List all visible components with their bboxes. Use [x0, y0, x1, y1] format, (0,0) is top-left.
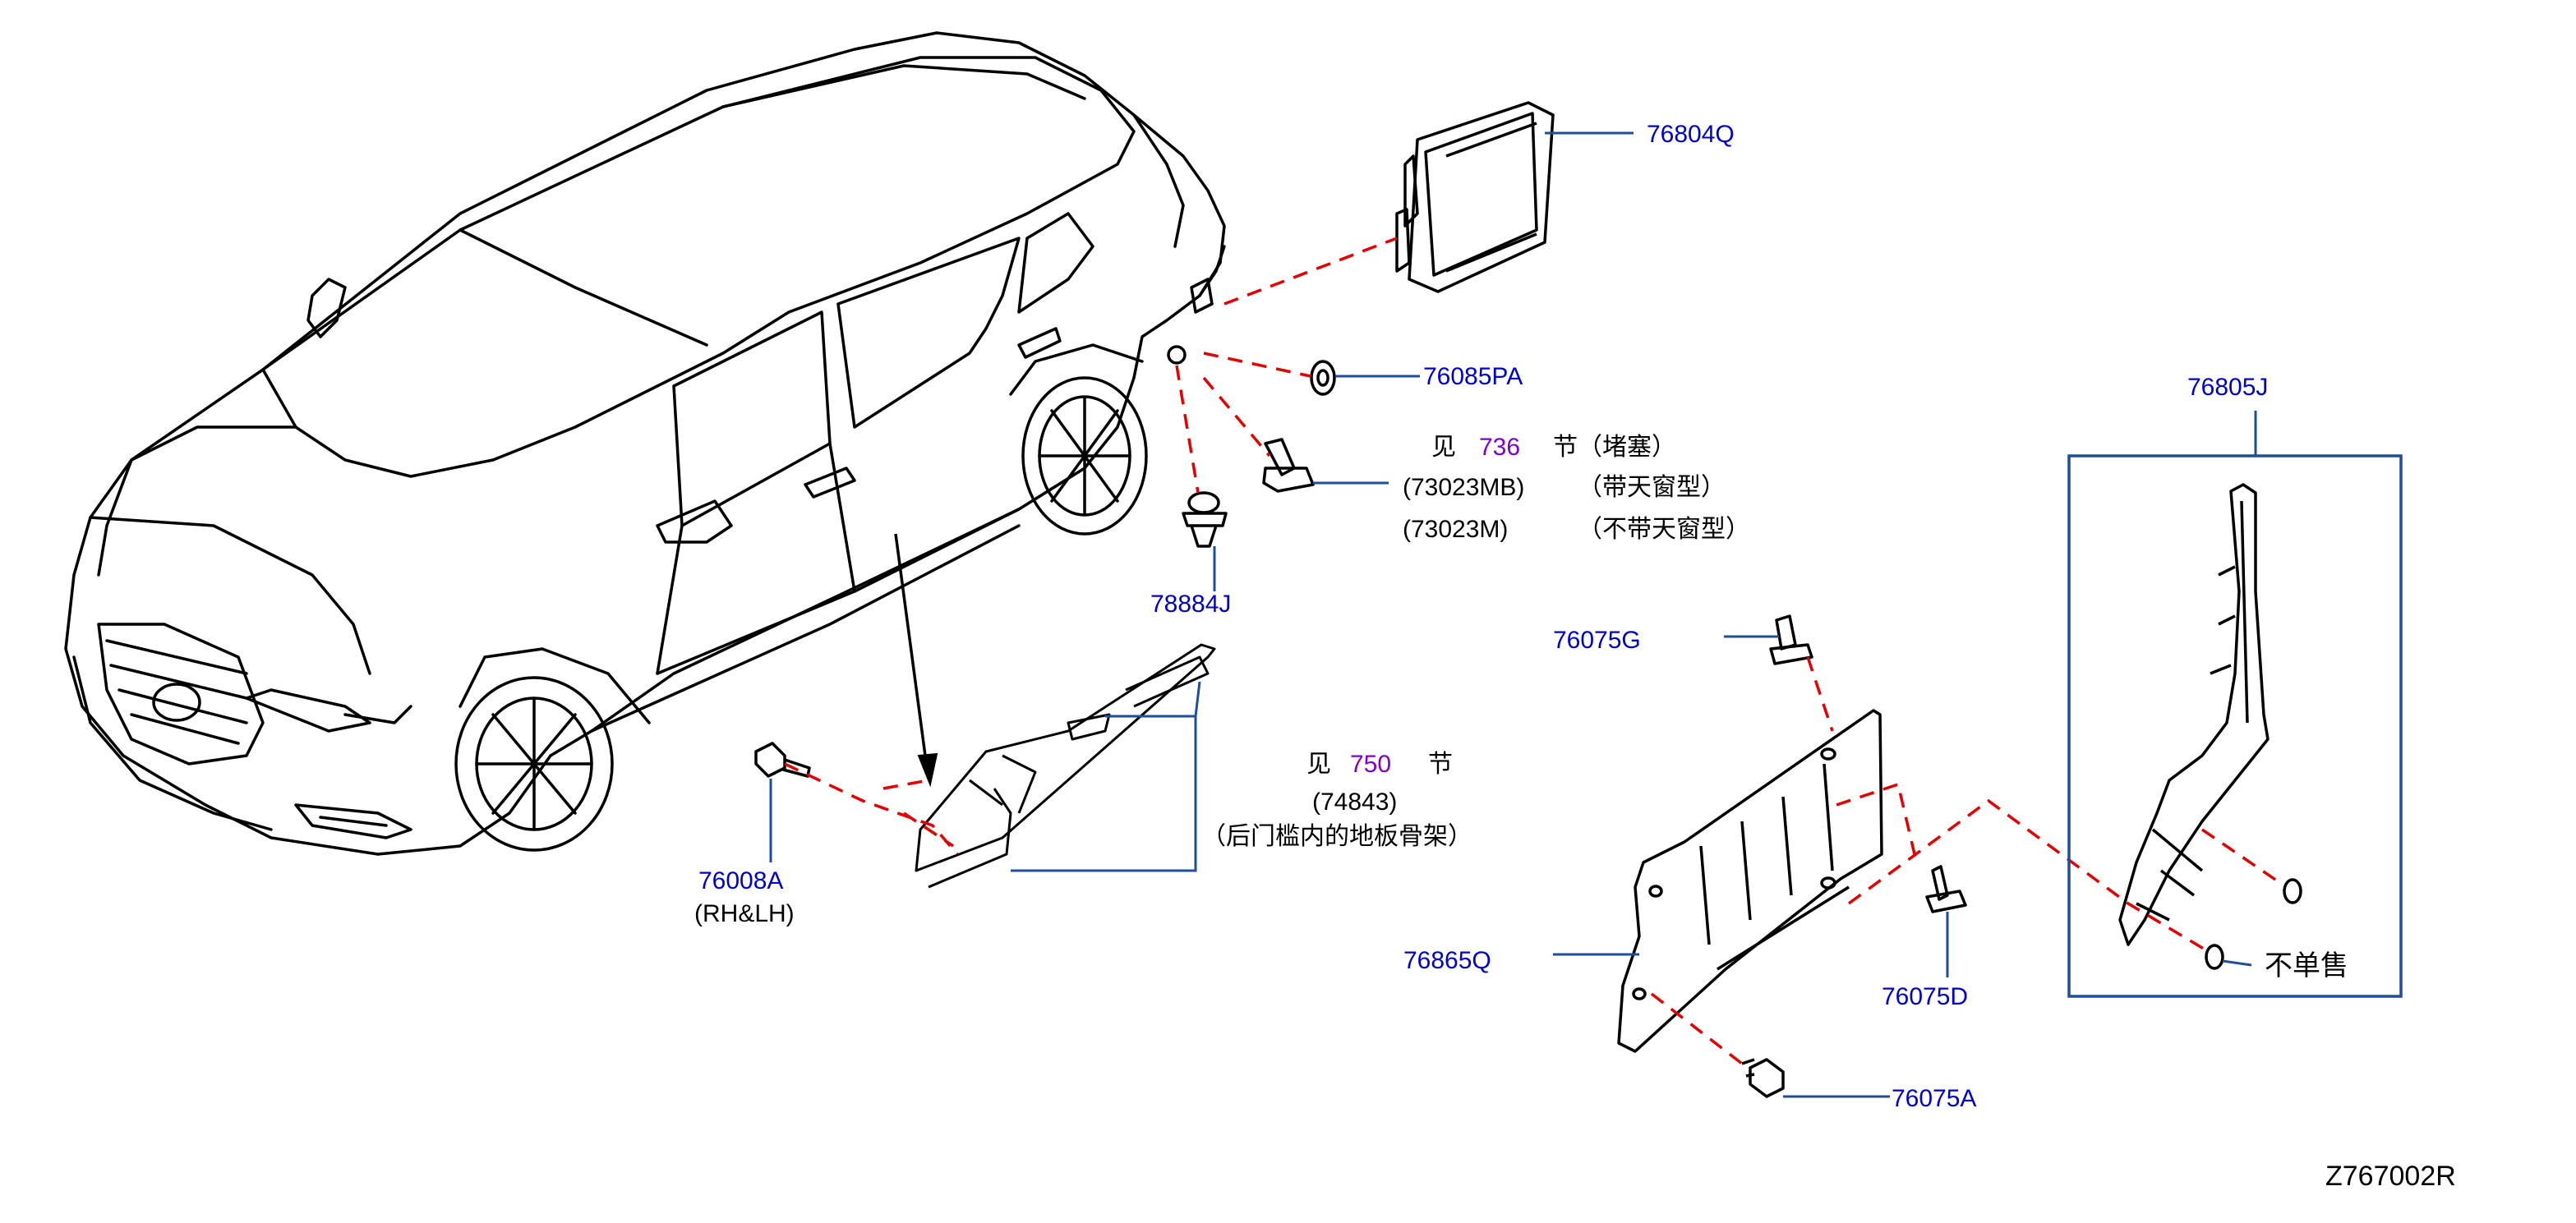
part-73023-clip-drawing	[1262, 438, 1315, 493]
part-76804Q-drawing	[1395, 101, 1555, 293]
part-number-73023MB[interactable]: (73023MB)	[1403, 474, 1525, 501]
part-number-76805J[interactable]: 76805J	[2187, 374, 2269, 401]
part-number-76075G[interactable]: 76075G	[1553, 627, 1641, 654]
callout-leader-lines	[769, 131, 2257, 1098]
section-736-suffix: 节（堵塞）	[1553, 434, 1676, 461]
part-number-73023M[interactable]: (73023M)	[1403, 516, 1509, 543]
part-76085PA-drawing	[1310, 360, 1336, 396]
note-74843: （后门槛内的地板骨架）	[1201, 823, 1472, 850]
section-ref-736[interactable]: 736	[1479, 434, 1521, 461]
part-76075D-drawing	[1925, 865, 1967, 913]
part-sill-bracket-drawing	[915, 643, 1216, 889]
figure-id: Z767002R	[2325, 1161, 2456, 1192]
car-illustration	[64, 31, 1226, 856]
pointer-arrow	[894, 533, 938, 788]
part-76865Q-drawing	[1617, 709, 1883, 1053]
part-number-76085PA[interactable]: 76085PA	[1423, 363, 1523, 390]
part-number-76075A[interactable]: 76075A	[1892, 1085, 1977, 1112]
part-76805J-frame	[2067, 454, 2403, 998]
part-76075A-drawing	[1741, 1058, 1785, 1098]
not-sold-separately-note: 不单售	[2265, 950, 2348, 982]
section-ref-750[interactable]: 750	[1350, 751, 1392, 778]
part-number-74843[interactable]: (74843)	[1312, 789, 1398, 816]
dashed-leader-lines	[784, 237, 2281, 1065]
note-73023M: （不带天窗型）	[1578, 516, 1750, 543]
part-number-76008A[interactable]: 76008A	[698, 867, 784, 894]
part-number-76075D[interactable]: 76075D	[1882, 983, 1969, 1010]
note-76008A: (RH&LH)	[694, 900, 795, 927]
see-section-prefix-736: 见	[1431, 434, 1456, 461]
part-number-76865Q[interactable]: 76865Q	[1403, 947, 1491, 974]
part-76805J-drawing	[2118, 483, 2302, 970]
part-number-78884J[interactable]: 78884J	[1150, 591, 1232, 618]
see-section-prefix-750: 见	[1306, 751, 1331, 778]
part-76008A-drawing	[754, 742, 811, 778]
part-76075G-drawing	[1769, 614, 1813, 665]
note-73023MB: （带天窗型）	[1578, 474, 1726, 501]
section-750-suffix: 节	[1428, 751, 1453, 778]
part-78884J-drawing	[1182, 491, 1228, 548]
part-number-76804Q[interactable]: 76804Q	[1647, 121, 1735, 148]
